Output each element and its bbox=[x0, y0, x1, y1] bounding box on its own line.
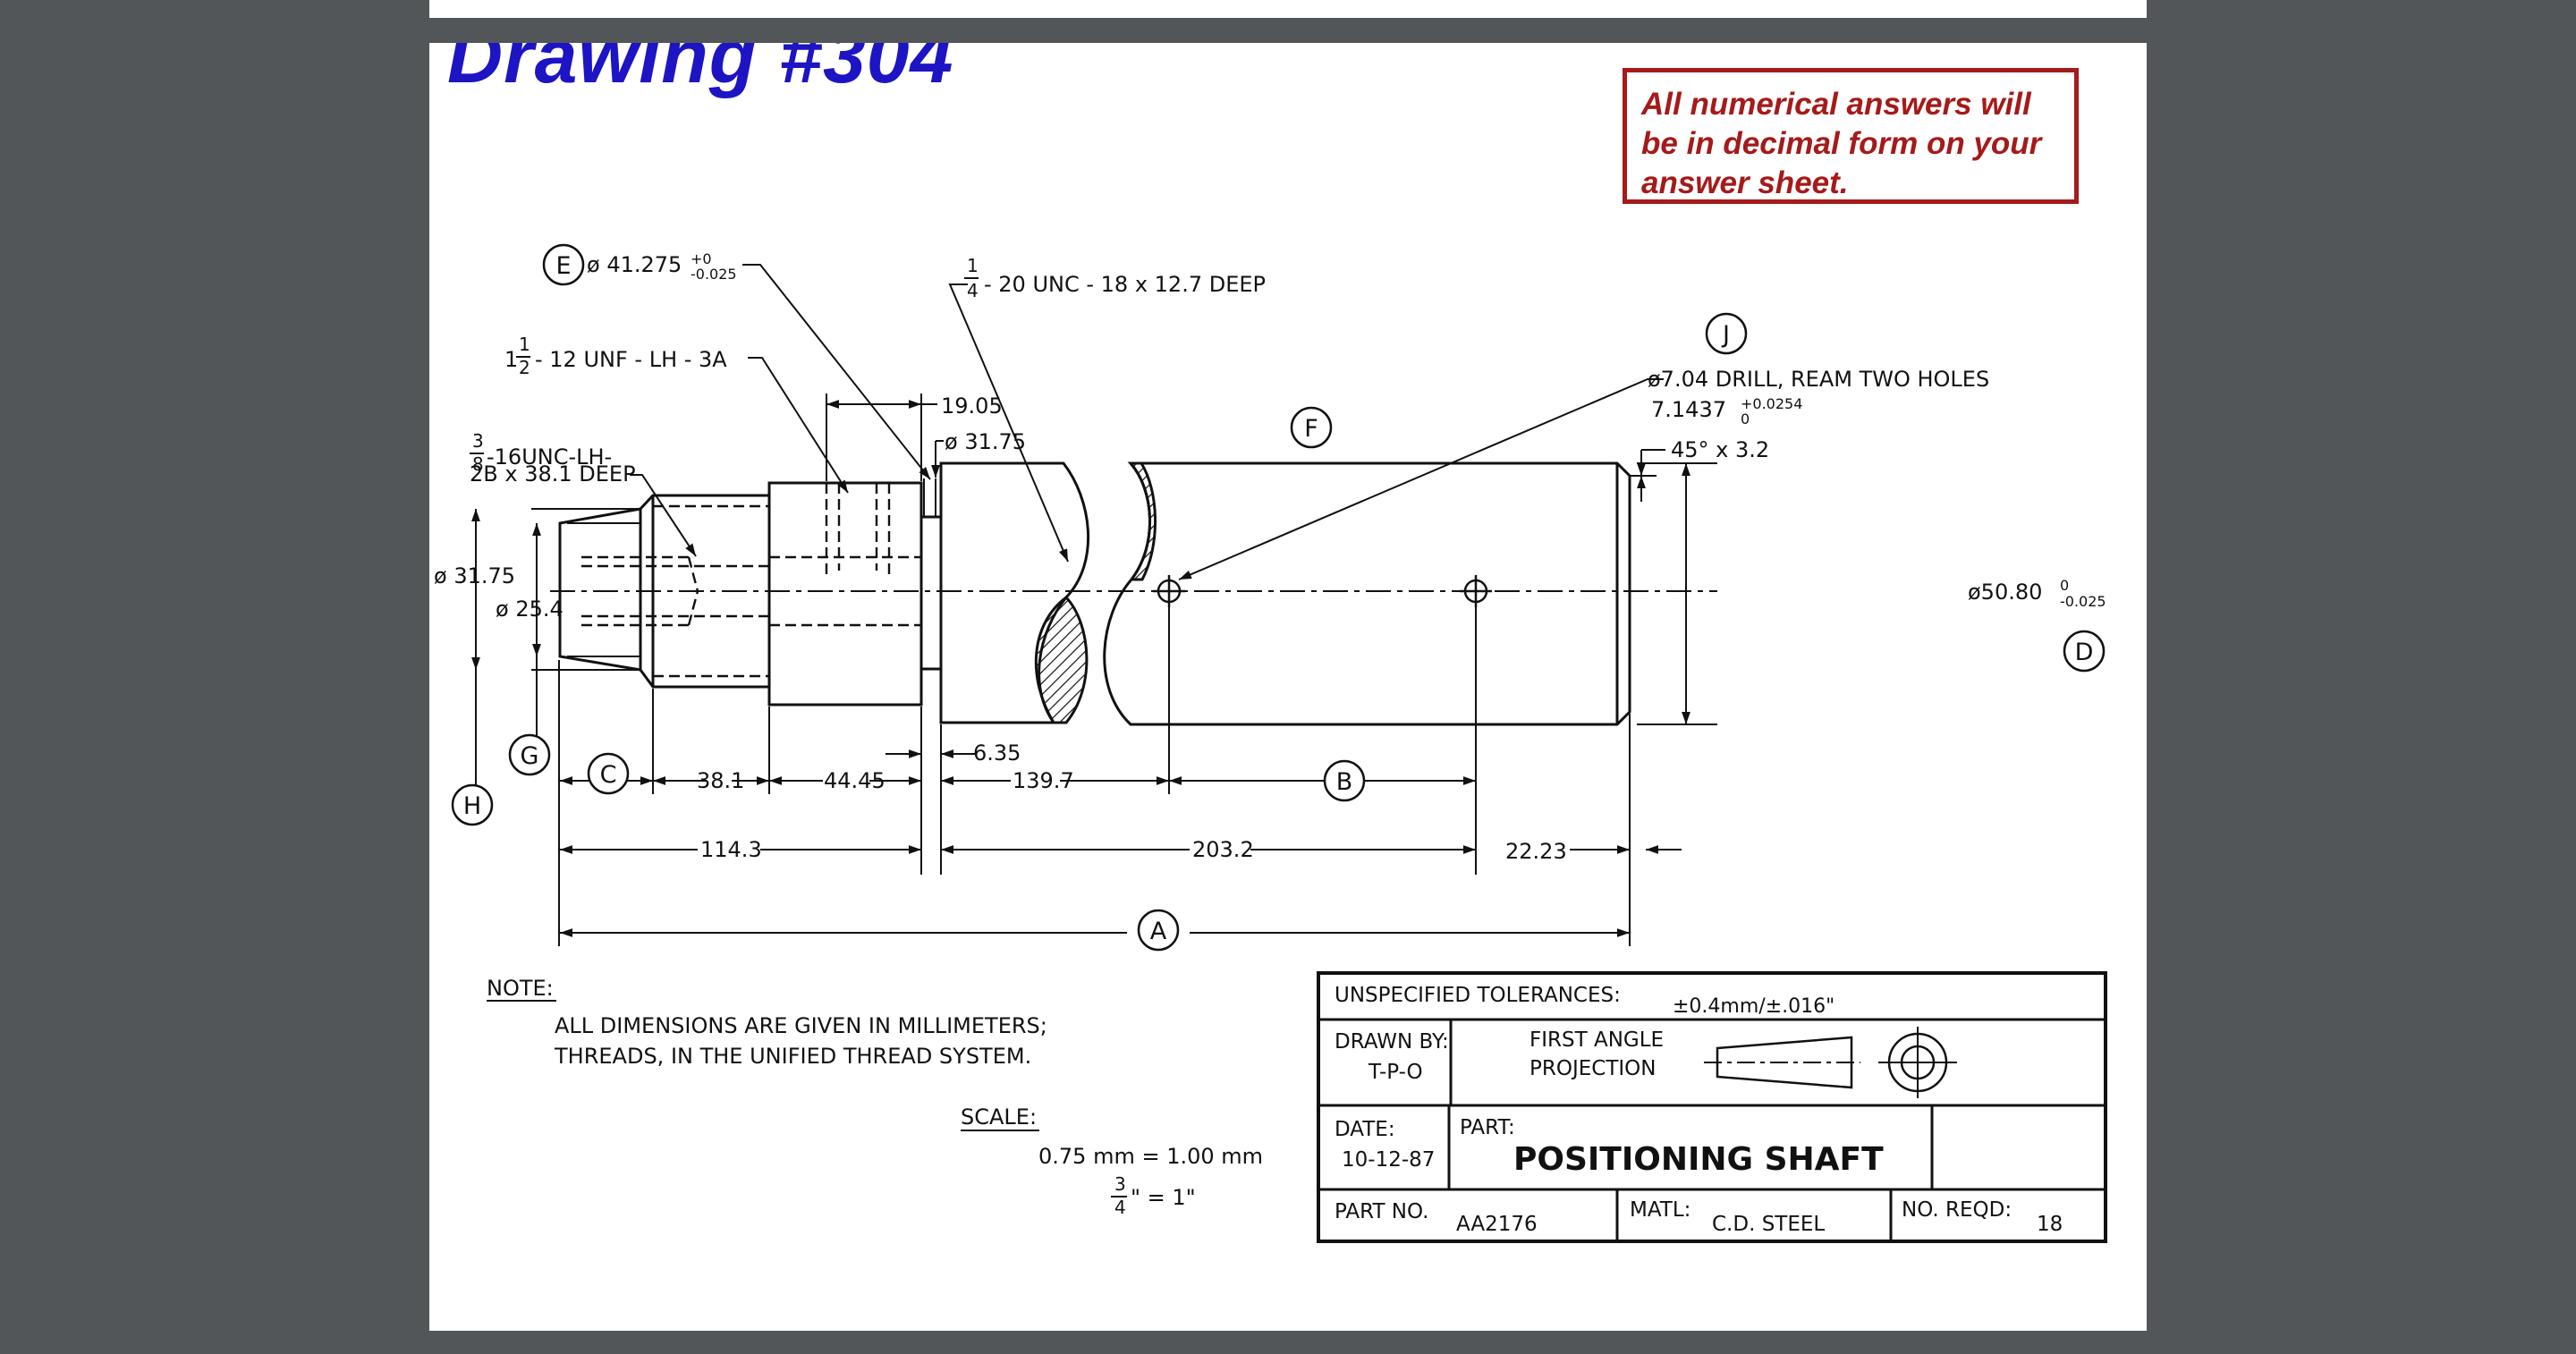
part-label: PART: bbox=[1460, 1116, 1515, 1139]
callout-c: C bbox=[600, 761, 617, 789]
projection-line2: PROJECTION bbox=[1530, 1057, 1656, 1080]
callout-d: D bbox=[2075, 639, 2094, 666]
scale-rest: " = 1" bbox=[1131, 1185, 1196, 1210]
engineering-drawing: E J F D G H C B A ø 41.275 +0 -0.025 1 4… bbox=[434, 243, 2107, 1243]
tap-frac-den: 4 bbox=[967, 280, 979, 301]
unspecified-tolerances-value: ±0.4mm/±.016" bbox=[1673, 995, 1835, 1018]
callout-f: F bbox=[1304, 415, 1318, 443]
page-title: Drawing #304 bbox=[447, 43, 954, 99]
part-no-label: PART NO. bbox=[1335, 1200, 1429, 1223]
unf-whole: 1 bbox=[504, 347, 518, 372]
break-hatch-left bbox=[1034, 595, 1089, 724]
unf-frac-den: 2 bbox=[519, 357, 530, 378]
unspecified-tolerances-label: UNSPECIFIED TOLERANCES: bbox=[1335, 984, 1621, 1007]
pdf-page: Drawing #304 All numerical answers will … bbox=[429, 43, 2147, 1331]
hidden-lines bbox=[581, 483, 921, 678]
dim-6-35: 6.35 bbox=[973, 740, 1021, 766]
part-value: POSITIONING SHAFT bbox=[1513, 1141, 1884, 1178]
unc-frac-num: 3 bbox=[472, 430, 484, 452]
d-tol-top: 0 bbox=[2060, 577, 2069, 594]
unc-spec-line1: -16UNC-LH- bbox=[487, 444, 612, 470]
note-line2: THREADS, IN THE UNIFIED THREAD SYSTEM. bbox=[554, 1044, 1031, 1069]
dimension-labels: ø 41.275 +0 -0.025 1 4 - 20 UNC - 18 x 1… bbox=[434, 250, 2106, 864]
callout-g: G bbox=[521, 742, 539, 770]
unc-spec-line2: 2B x 38.1 DEEP bbox=[470, 461, 636, 487]
drill-spec-line1: ø7.04 DRILL, REAM TWO HOLES bbox=[1648, 367, 1989, 392]
break-hatch-right bbox=[1127, 461, 1157, 581]
unc-frac-den: 8 bbox=[472, 453, 484, 475]
note-heading: NOTE: bbox=[487, 976, 554, 1001]
note-line1: ALL DIMENSIONS ARE GIVEN IN MILLIMETERS; bbox=[555, 1013, 1047, 1038]
dim-203-2: 203.2 bbox=[1192, 837, 1254, 862]
matl-label: MATL: bbox=[1630, 1198, 1690, 1222]
scale-heading: SCALE: bbox=[961, 1104, 1037, 1130]
dim-139-7: 139.7 bbox=[1013, 768, 1074, 793]
tap-frac-num: 1 bbox=[967, 255, 979, 276]
d-diameter-label: ø50.80 bbox=[1968, 580, 2042, 605]
qty-label: NO. REQD: bbox=[1902, 1198, 2012, 1222]
callout-h: H bbox=[463, 792, 481, 820]
drill-tol-top: +0.0254 bbox=[1741, 395, 1802, 412]
drill-spec-line2: 7.1437 bbox=[1651, 397, 1726, 422]
dim-19-05: 19.05 bbox=[941, 394, 1003, 419]
scale-num: 3 bbox=[1114, 1173, 1126, 1195]
f-diameter-label: ø 31.75 bbox=[945, 429, 1026, 454]
projection-line1: FIRST ANGLE bbox=[1530, 1028, 1664, 1052]
shaft-outline bbox=[558, 461, 1631, 726]
notice-box: All numerical answers will be in decimal… bbox=[1623, 68, 2079, 204]
callout-letters: E J F D G H C B A bbox=[463, 252, 2094, 945]
callout-circles bbox=[451, 243, 2106, 952]
unf-spec-label: - 12 UNF - LH - 3A bbox=[535, 347, 727, 372]
first-angle-projection-symbol bbox=[1704, 1027, 1957, 1098]
tap-spec-label: - 20 UNC - 18 x 12.7 DEEP bbox=[984, 272, 1266, 297]
scale-line1: 0.75 mm = 1.00 mm bbox=[1038, 1144, 1263, 1169]
dim-22-23: 22.23 bbox=[1505, 839, 1567, 864]
reamed-holes bbox=[1153, 575, 1492, 607]
callout-b: B bbox=[1336, 768, 1353, 796]
qty-value: 18 bbox=[2037, 1213, 2063, 1236]
drill-tol-bottom: 0 bbox=[1741, 410, 1750, 427]
dim-44-45: 44.45 bbox=[824, 768, 886, 793]
e-diameter-label: ø 41.275 bbox=[587, 252, 682, 277]
e-tol-bottom: -0.025 bbox=[691, 266, 737, 283]
dim-114-3: 114.3 bbox=[700, 837, 762, 862]
notes: NOTE: ALL DIMENSIONS ARE GIVEN IN MILLIM… bbox=[487, 976, 1263, 1218]
callout-e: E bbox=[555, 252, 571, 280]
scale-den: 4 bbox=[1114, 1197, 1126, 1218]
callout-a: A bbox=[1150, 918, 1167, 945]
dim-38-1: 38.1 bbox=[697, 768, 744, 793]
unf-frac-num: 1 bbox=[519, 334, 530, 355]
d-tol-bottom: -0.025 bbox=[2060, 593, 2106, 610]
title-block: UNSPECIFIED TOLERANCES: ±0.4mm/±.016" DR… bbox=[1317, 971, 2107, 1243]
dimension-lines bbox=[471, 400, 1690, 937]
part-no-value: AA2176 bbox=[1456, 1213, 1538, 1236]
e-tol-top: +0 bbox=[691, 250, 712, 267]
dim-25-4: ø 25.4 bbox=[496, 597, 564, 622]
leader-lines bbox=[630, 264, 1664, 580]
previous-page-edge bbox=[429, 0, 2147, 18]
drawn-by-label: DRAWN BY: bbox=[1335, 1030, 1449, 1054]
drawn-by-value: T-P-O bbox=[1368, 1061, 1423, 1084]
callout-j: J bbox=[1721, 321, 1730, 349]
matl-value: C.D. STEEL bbox=[1712, 1213, 1825, 1236]
date-label: DATE: bbox=[1335, 1118, 1395, 1141]
dim-31-75: ø 31.75 bbox=[434, 563, 515, 588]
date-value: 10-12-87 bbox=[1342, 1148, 1435, 1172]
chamfer-label: 45° x 3.2 bbox=[1671, 437, 1769, 462]
